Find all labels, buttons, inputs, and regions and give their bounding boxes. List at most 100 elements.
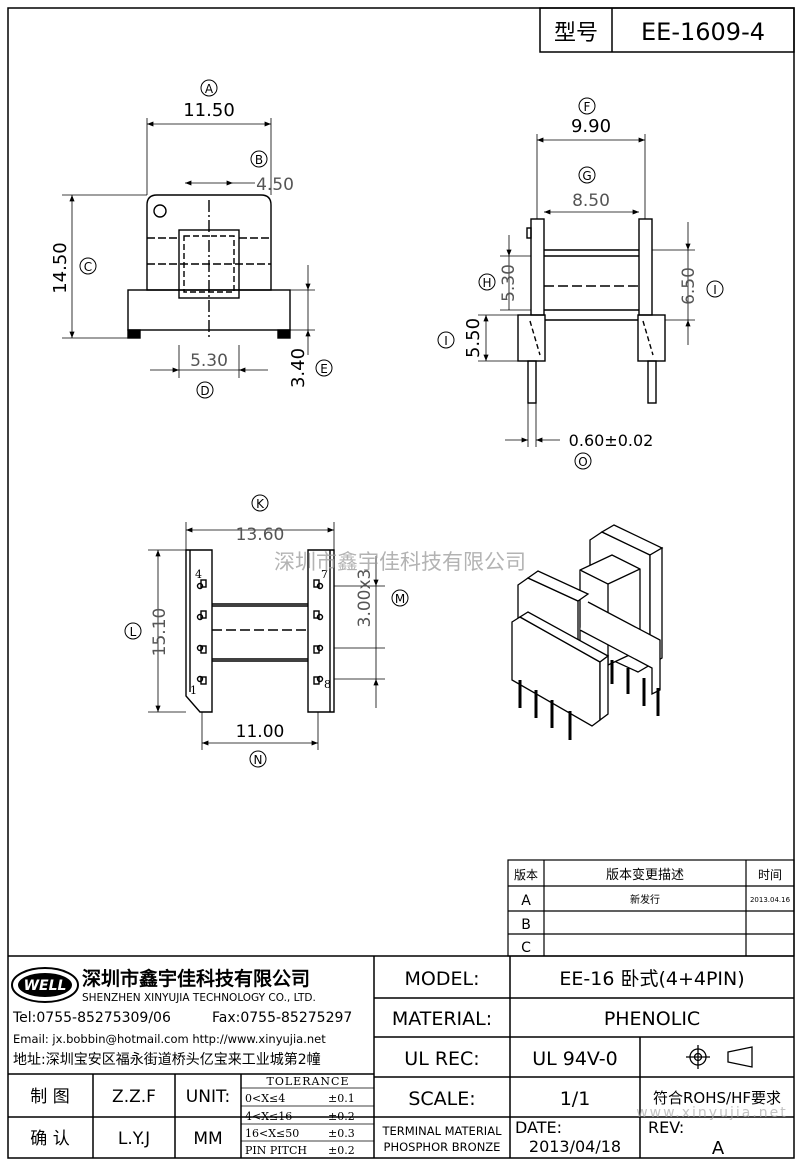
dim-M: 3.00x3 — [355, 569, 375, 628]
logo-text: WELL — [24, 978, 67, 994]
rev-header-desc: 版本变更描述 — [606, 867, 684, 883]
confirm-label: 确 认 — [30, 1129, 69, 1149]
label-J: I — [444, 334, 448, 348]
tol-value-0: ±0.1 — [328, 1092, 355, 1105]
spec-rev-label: REV: — [648, 1118, 684, 1137]
tolerance-title: TOLERANCE — [267, 1075, 350, 1088]
model-header-value: EE-1609-4 — [641, 18, 765, 46]
watermark: 深圳市鑫宇佳科技有限公司 — [274, 550, 526, 574]
bottom-view — [148, 522, 385, 750]
label-D: D — [200, 384, 209, 398]
label-E: E — [320, 362, 328, 376]
tolerance-grid — [241, 1087, 374, 1142]
dim-B: 4.50 — [256, 175, 294, 195]
model-header-label: 型号 — [554, 21, 598, 46]
revision-table-text: 版本 版本变更描述 时间 A 新发行 2013.04.16 B C — [514, 867, 791, 956]
label-A: A — [205, 82, 214, 96]
dim-A: 11.50 — [183, 100, 235, 121]
upright-right — [638, 218, 653, 316]
top-view — [62, 118, 315, 378]
upright-left — [530, 218, 545, 316]
label-O: O — [578, 455, 587, 469]
bottom-view-labels: K 13.60 L 15.10 3.00x3 M 11.00 N 4 7 1 8 — [124, 494, 409, 768]
pin-right — [647, 360, 657, 404]
spec-date-value: 2013/04/18 — [529, 1137, 621, 1156]
spec-ulrec-value: UL 94V-0 — [532, 1048, 618, 1070]
spec-scale-label: SCALE: — [408, 1088, 475, 1110]
dim-I: 6.50 — [679, 267, 699, 305]
title-block-grid — [8, 955, 794, 1158]
spec-model-value: EE-16 卧式(4+4PIN) — [559, 968, 744, 990]
company-name-en: SHENZHEN XINYUJIA TECHNOLOGY CO., LTD. — [82, 992, 316, 1004]
company-address: 地址:深圳宝安区福永街道桥头亿宝来工业城第2幢 — [13, 1051, 321, 1068]
spec-model-label: MODEL: — [405, 968, 480, 990]
label-L: L — [130, 625, 137, 639]
company-email: Email: jx.bobbin@hotmail.com http://www.… — [13, 1032, 326, 1046]
spec-ulrec-label: UL REC: — [404, 1048, 479, 1070]
dim-G: 8.50 — [572, 191, 610, 211]
top-view-labels: A 11.50 B 4.50 C 14.50 5.30 D 3.40 E — [50, 79, 333, 399]
base-block-right — [637, 314, 666, 362]
revision-table — [507, 859, 795, 957]
label-C: C — [84, 260, 92, 274]
company-fax: Fax:0755-85275297 — [212, 1010, 352, 1026]
base-foot-right — [277, 329, 291, 339]
pin-4: 4 — [195, 568, 202, 581]
isometric-view — [511, 524, 664, 740]
spec-terminal-label-2: PHOSPHOR BRONZE — [384, 1140, 501, 1154]
label-I: I — [713, 283, 717, 297]
dim-E: 3.40 — [288, 348, 309, 388]
dim-O: 0.60±0.02 — [569, 431, 654, 450]
dim-F: 9.90 — [571, 116, 611, 137]
company-name-cn: 深圳市鑫宇佳科技有限公司 — [82, 967, 310, 990]
confirm-value: L.Y.J — [118, 1129, 150, 1149]
label-G: G — [582, 169, 591, 183]
tol-value-1: ±0.2 — [328, 1110, 355, 1123]
unit-value: MM — [193, 1129, 222, 1149]
spec-material-value: PHENOLIC — [604, 1008, 700, 1030]
label-F: F — [584, 100, 591, 114]
rev-header-version: 版本 — [514, 868, 538, 882]
spec-rohs: 符合ROHS/HF要求 — [653, 1089, 781, 1107]
label-H: H — [482, 276, 491, 290]
label-K: K — [256, 497, 265, 511]
label-B: B — [255, 153, 263, 167]
tol-value-2: ±0.3 — [328, 1127, 355, 1140]
upright-tab — [526, 227, 532, 239]
dim-J: 5.50 — [463, 318, 484, 358]
rev-row-1-version: B — [521, 917, 531, 933]
rev-row-2-version: C — [521, 940, 531, 956]
pin-left — [527, 360, 537, 404]
dim-H: 5.30 — [499, 264, 519, 302]
label-N: N — [254, 753, 263, 767]
body-hole — [153, 204, 167, 218]
dim-L: 15.10 — [150, 608, 170, 657]
projection-symbol-icon — [686, 1045, 753, 1069]
rail-left — [185, 549, 213, 713]
spec-material-label: MATERIAL: — [392, 1008, 492, 1030]
tol-range-0: 0<X≤4 — [245, 1092, 285, 1105]
side-view-labels: F 9.90 G 8.50 H 5.30 6.50 I I 5.50 0.60±… — [437, 97, 724, 470]
base-block-left — [517, 314, 546, 362]
pin-8: 8 — [324, 678, 331, 691]
unit-label: UNIT: — [186, 1087, 230, 1107]
pin-7: 7 — [321, 568, 328, 581]
dim-C: 14.50 — [50, 242, 71, 294]
rev-row-0-desc: 新发行 — [630, 893, 660, 906]
company-tel: Tel:0755-85275309/06 — [12, 1010, 171, 1026]
spec-terminal-label-1: TERMINAL MATERIAL — [382, 1124, 503, 1138]
tol-value-3: ±0.2 — [328, 1144, 355, 1157]
dim-N: 11.00 — [236, 722, 285, 742]
tol-range-1: 4<X≤16 — [245, 1110, 292, 1123]
bobbin-body — [146, 194, 272, 291]
spec-rev-value: A — [712, 1138, 725, 1159]
label-M: M — [395, 592, 405, 606]
rev-row-0-time: 2013.04.16 — [750, 896, 791, 904]
tol-range-3: PIN PITCH — [245, 1144, 307, 1157]
rail-right — [307, 549, 335, 713]
dim-K: 13.60 — [236, 525, 285, 545]
dim-D: 5.30 — [190, 351, 228, 371]
draw-value: Z.Z.F — [112, 1087, 156, 1107]
spec-date-label: DATE: — [515, 1118, 562, 1137]
